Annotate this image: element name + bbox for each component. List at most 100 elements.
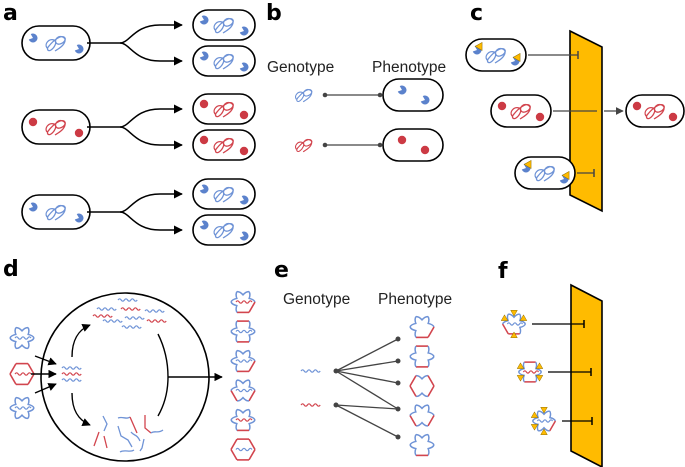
genome-fragment <box>130 431 141 442</box>
selection-barrier <box>569 29 603 213</box>
cell-membrane <box>382 128 444 162</box>
enzyme-icon <box>28 202 38 212</box>
output-capsid <box>230 438 256 461</box>
ligand-triangle-icon <box>500 314 509 321</box>
panel-label-d: d <box>3 257 19 282</box>
input-cell <box>490 94 552 128</box>
panel-d <box>9 290 256 462</box>
capsid-edge-blue <box>548 410 557 422</box>
capsid-edge-blue <box>415 433 429 440</box>
division-arrow <box>119 211 183 235</box>
capsid-genome-wave <box>235 329 253 334</box>
tagged-capsid <box>500 310 528 338</box>
capsid-edge-blue <box>517 361 526 373</box>
enzyme-icon <box>397 85 407 95</box>
ligand-triangle-icon <box>540 407 548 414</box>
ligand-triangle-icon <box>535 375 544 382</box>
genome-icon <box>485 47 506 64</box>
capsid-edge-red <box>9 363 17 375</box>
capsid-edge-blue <box>409 316 417 328</box>
genotype-wave <box>300 403 321 407</box>
capsid-edge-blue <box>409 326 417 338</box>
link-node <box>377 142 383 148</box>
capsid-edge-red <box>27 373 35 385</box>
input-cell <box>514 156 576 190</box>
panel-label-a: a <box>3 1 18 26</box>
capsid-edge-blue <box>248 320 256 332</box>
genome-icon <box>45 35 66 52</box>
capsid-edge-blue <box>415 391 429 398</box>
capsid-genome-wave <box>522 370 540 374</box>
capsid-edge-blue <box>518 323 527 335</box>
link-node <box>395 434 401 440</box>
link-node <box>322 142 328 148</box>
protein-dot-icon <box>199 99 209 109</box>
link-node <box>395 358 401 364</box>
daughter-cell <box>192 9 256 41</box>
capsid-edge-blue <box>248 331 256 343</box>
capsid-edge-blue <box>248 350 256 362</box>
output-capsid <box>230 320 256 343</box>
ligand-triangle-icon <box>530 424 539 431</box>
enzyme-icon <box>420 95 430 105</box>
genotype-wave <box>300 369 321 373</box>
capsid-genome-wave <box>14 372 32 376</box>
capsid-edge-red <box>427 375 435 387</box>
capsid-edge-red <box>427 326 435 338</box>
input-capsid <box>9 362 35 386</box>
genome-icon <box>295 138 313 153</box>
enzyme-icon <box>199 220 209 230</box>
enzyme-icon <box>199 184 209 194</box>
capsid-edge-blue <box>236 408 250 415</box>
capsid-genome-wave <box>235 359 253 363</box>
capsid-edge-blue <box>230 379 238 391</box>
degradation-arrow <box>71 392 91 426</box>
capsid-genome-wave <box>14 336 32 340</box>
ligand-triangle-icon <box>516 375 525 382</box>
capsid-edge-blue <box>230 419 238 431</box>
replicated-genome <box>124 316 145 320</box>
tagged-capsid <box>530 407 557 435</box>
phenotype-capsid <box>409 433 435 457</box>
capsid-edge-blue <box>409 345 417 357</box>
capsid-edge-blue <box>415 374 429 381</box>
capsid-edge-blue <box>236 290 250 297</box>
genome-fragment <box>144 415 152 434</box>
genome-wave <box>61 378 82 382</box>
capsid-edge-blue <box>15 413 29 420</box>
capsid-edge-blue <box>415 404 429 410</box>
division-arrow <box>119 104 183 128</box>
capsid-edge-blue <box>409 444 417 456</box>
protein-dot-icon <box>397 135 407 145</box>
output-cell <box>625 94 685 128</box>
capsid-edge-blue <box>248 419 256 431</box>
capsid-genome-wave <box>235 388 253 393</box>
daughter-cell <box>192 93 256 125</box>
link-node <box>377 92 383 98</box>
ligand-triangle-icon <box>510 331 518 338</box>
capsid-edge-blue <box>501 313 510 325</box>
capsid-edge-blue <box>9 337 17 349</box>
phenotype-capsid <box>409 374 435 398</box>
capsid-edge-blue <box>230 291 238 303</box>
ligand-triangle-icon <box>561 170 570 180</box>
capsid-edge-blue <box>27 327 35 339</box>
protein-dot-icon <box>239 146 249 156</box>
ligand-triangle-icon <box>530 411 539 418</box>
parent-cell <box>21 109 91 145</box>
capsid-edge-blue <box>15 343 29 350</box>
phenotype-cell <box>382 128 444 162</box>
protein-dot-icon <box>199 135 209 145</box>
genome-icon <box>213 101 234 118</box>
daughter-cell <box>192 178 256 210</box>
capsid-edge-blue <box>534 371 543 383</box>
capsid-edge-red <box>427 415 435 427</box>
division-arrow <box>119 42 183 66</box>
capsid-edge-blue <box>531 420 540 432</box>
capsid-edge-red <box>427 385 435 397</box>
replicated-genome <box>92 314 113 318</box>
ligand-triangle-icon <box>510 310 518 317</box>
enzyme-icon <box>74 44 84 54</box>
replicated-genome <box>121 325 142 329</box>
capsid-edge-red <box>27 363 35 375</box>
